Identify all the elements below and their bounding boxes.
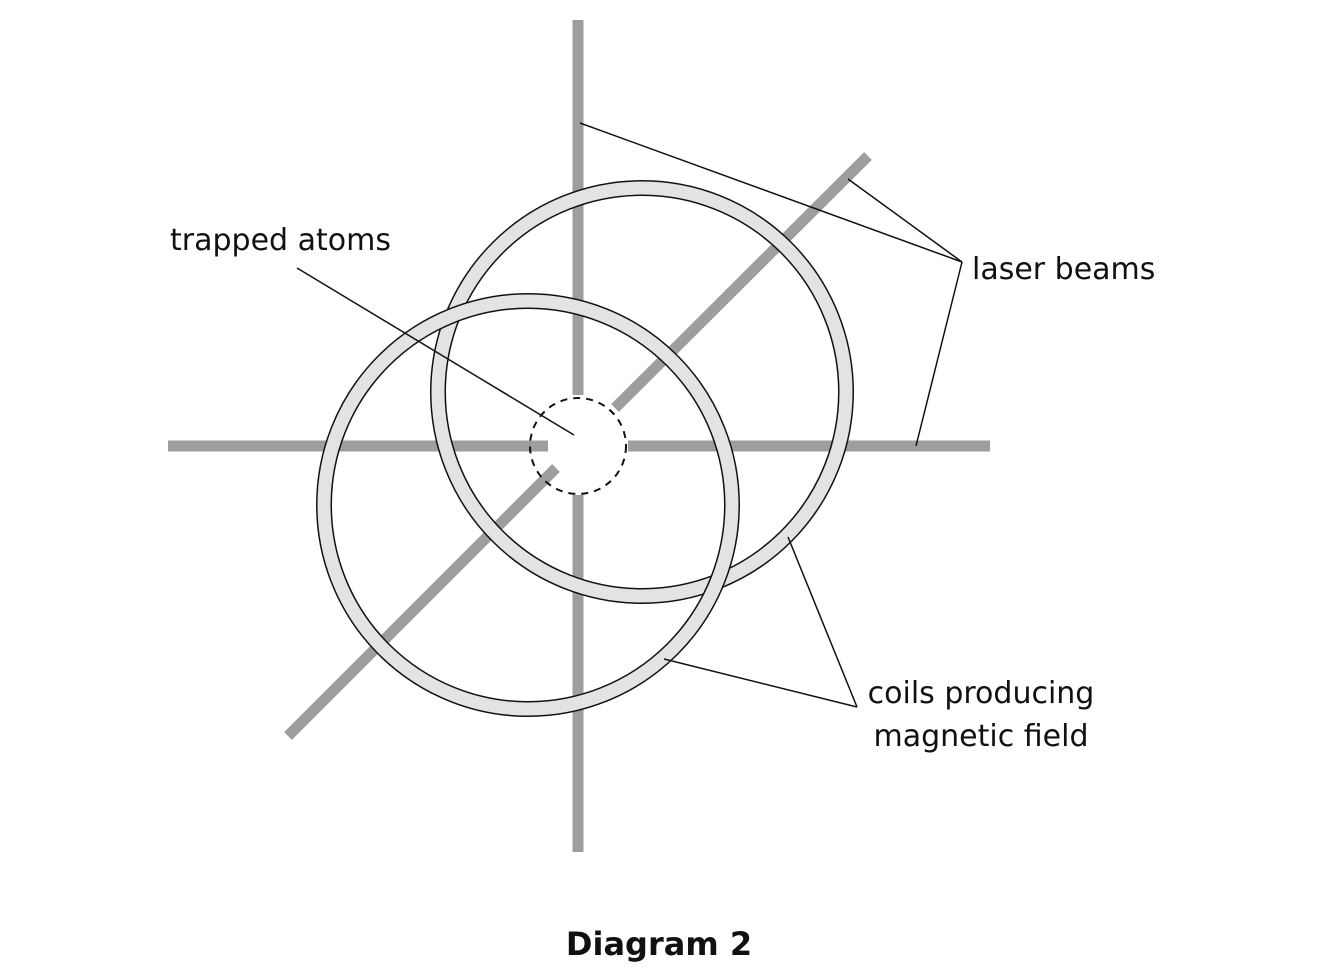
laser-beam-diagonal-lower: [284, 464, 560, 740]
label-trapped-atoms: trapped atoms: [170, 223, 391, 258]
coils: [316, 180, 854, 717]
label-coils-line2: magnetic field: [874, 719, 1089, 754]
label-coils-line1: coils producing: [868, 676, 1095, 711]
trapped-atoms-region: [529, 397, 627, 495]
leader-laser-horizontal: [915, 261, 963, 447]
laser-beam-diagonal-upper: [611, 152, 872, 412]
leader-laser-diagonal: [847, 178, 963, 263]
laser-beams: [168, 20, 990, 852]
leader-laser-vertical: [579, 122, 963, 263]
diagram-caption: Diagram 2: [566, 925, 752, 963]
leader-trapped-atoms: [296, 267, 575, 436]
leader-coil-upper: [787, 536, 858, 708]
label-laser-beams: laser beams: [972, 252, 1155, 287]
leader-lines: [296, 122, 963, 708]
leader-coil-lower: [663, 658, 858, 708]
coil-upper-right: [430, 180, 854, 604]
coil-lower-left: [316, 293, 740, 717]
